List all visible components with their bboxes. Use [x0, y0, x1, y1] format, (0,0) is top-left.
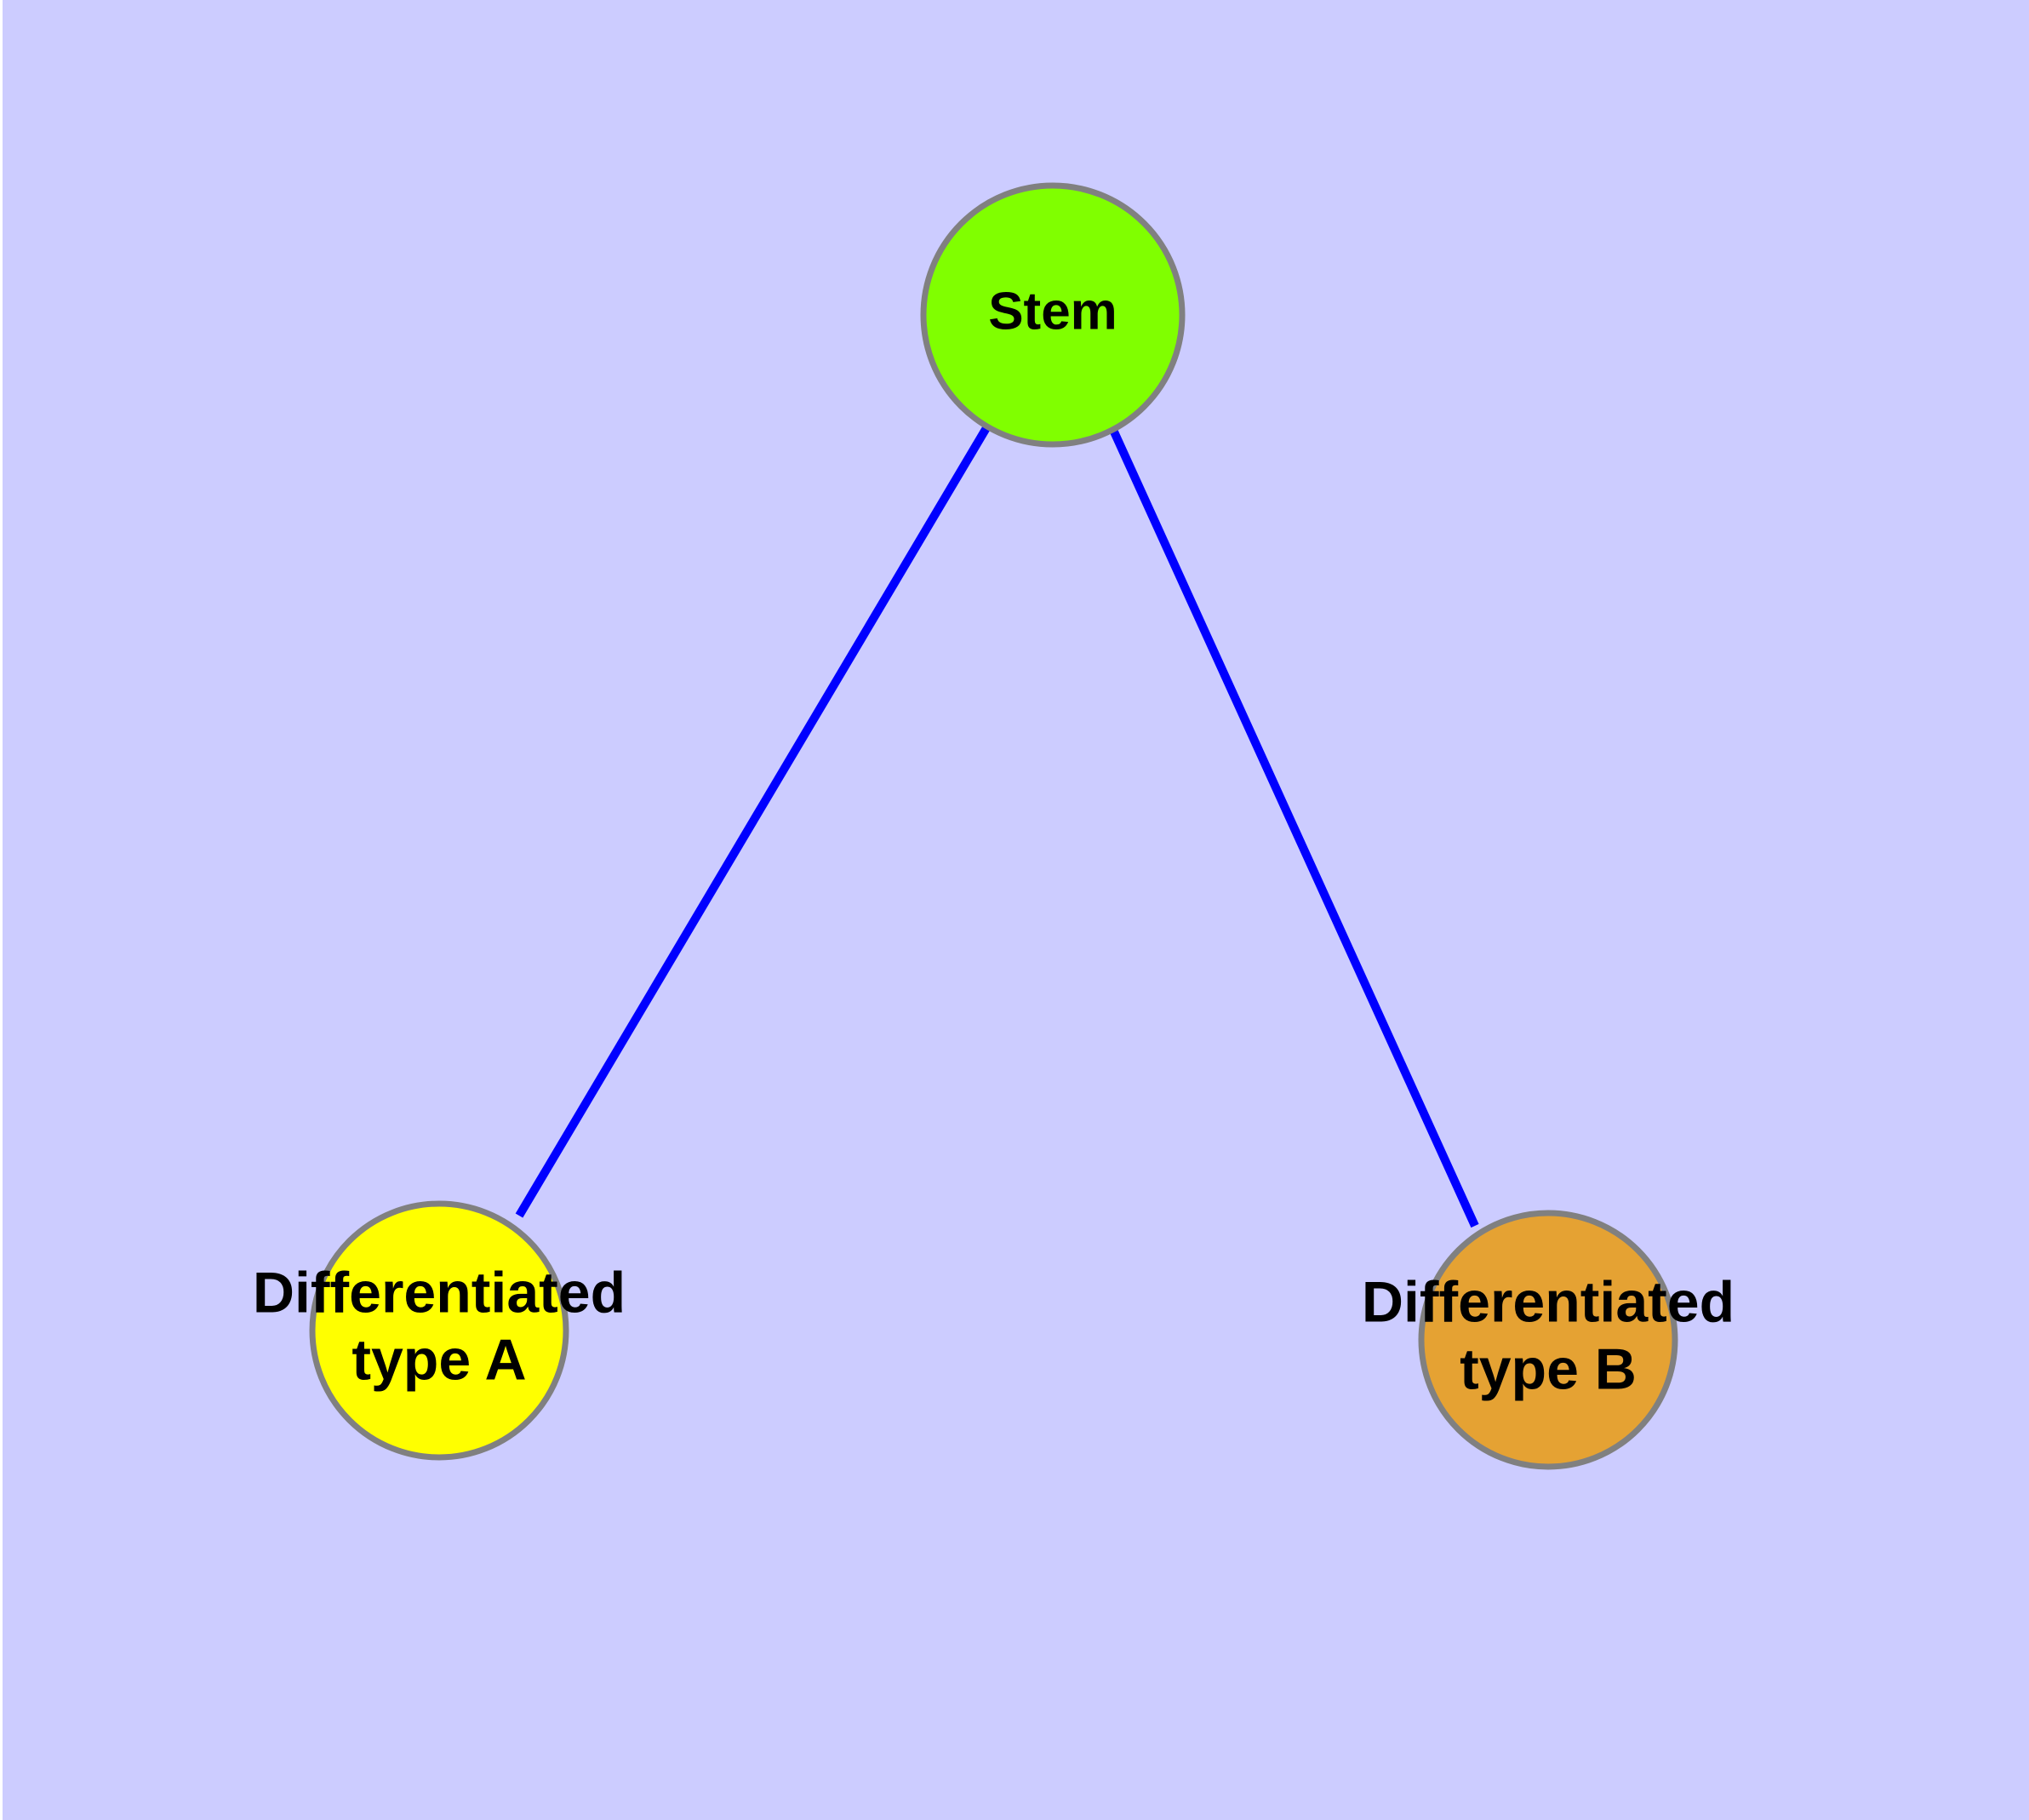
node-differentiated-type-a[interactable]: Differentiated type A — [253, 1200, 626, 1461]
node-stem[interactable]: Stem — [920, 182, 1186, 448]
edges-layer — [515, 424, 1479, 1228]
nodes-layer: Stem Differentiated type A Differentiate… — [253, 182, 1735, 1470]
node-differentiated-type-a-circle[interactable] — [309, 1200, 569, 1461]
node-differentiated-type-a-label-line2: type A — [352, 1327, 526, 1392]
node-differentiated-type-b[interactable]: Differentiated type B — [1362, 1210, 1735, 1470]
node-differentiated-type-a-label-line1: Differentiated — [253, 1261, 626, 1325]
node-differentiated-type-b-label-line1: Differentiated — [1362, 1270, 1735, 1335]
node-stem-label-line1: Stem — [988, 282, 1117, 341]
edge-stem-to-differentiated-a — [515, 424, 992, 1218]
node-stem-circle[interactable] — [920, 182, 1186, 448]
edge-stem-to-differentiated-b — [1109, 427, 1479, 1228]
node-differentiated-type-b-label-line2: type B — [1460, 1336, 1637, 1401]
node-differentiated-type-b-circle[interactable] — [1418, 1210, 1678, 1470]
